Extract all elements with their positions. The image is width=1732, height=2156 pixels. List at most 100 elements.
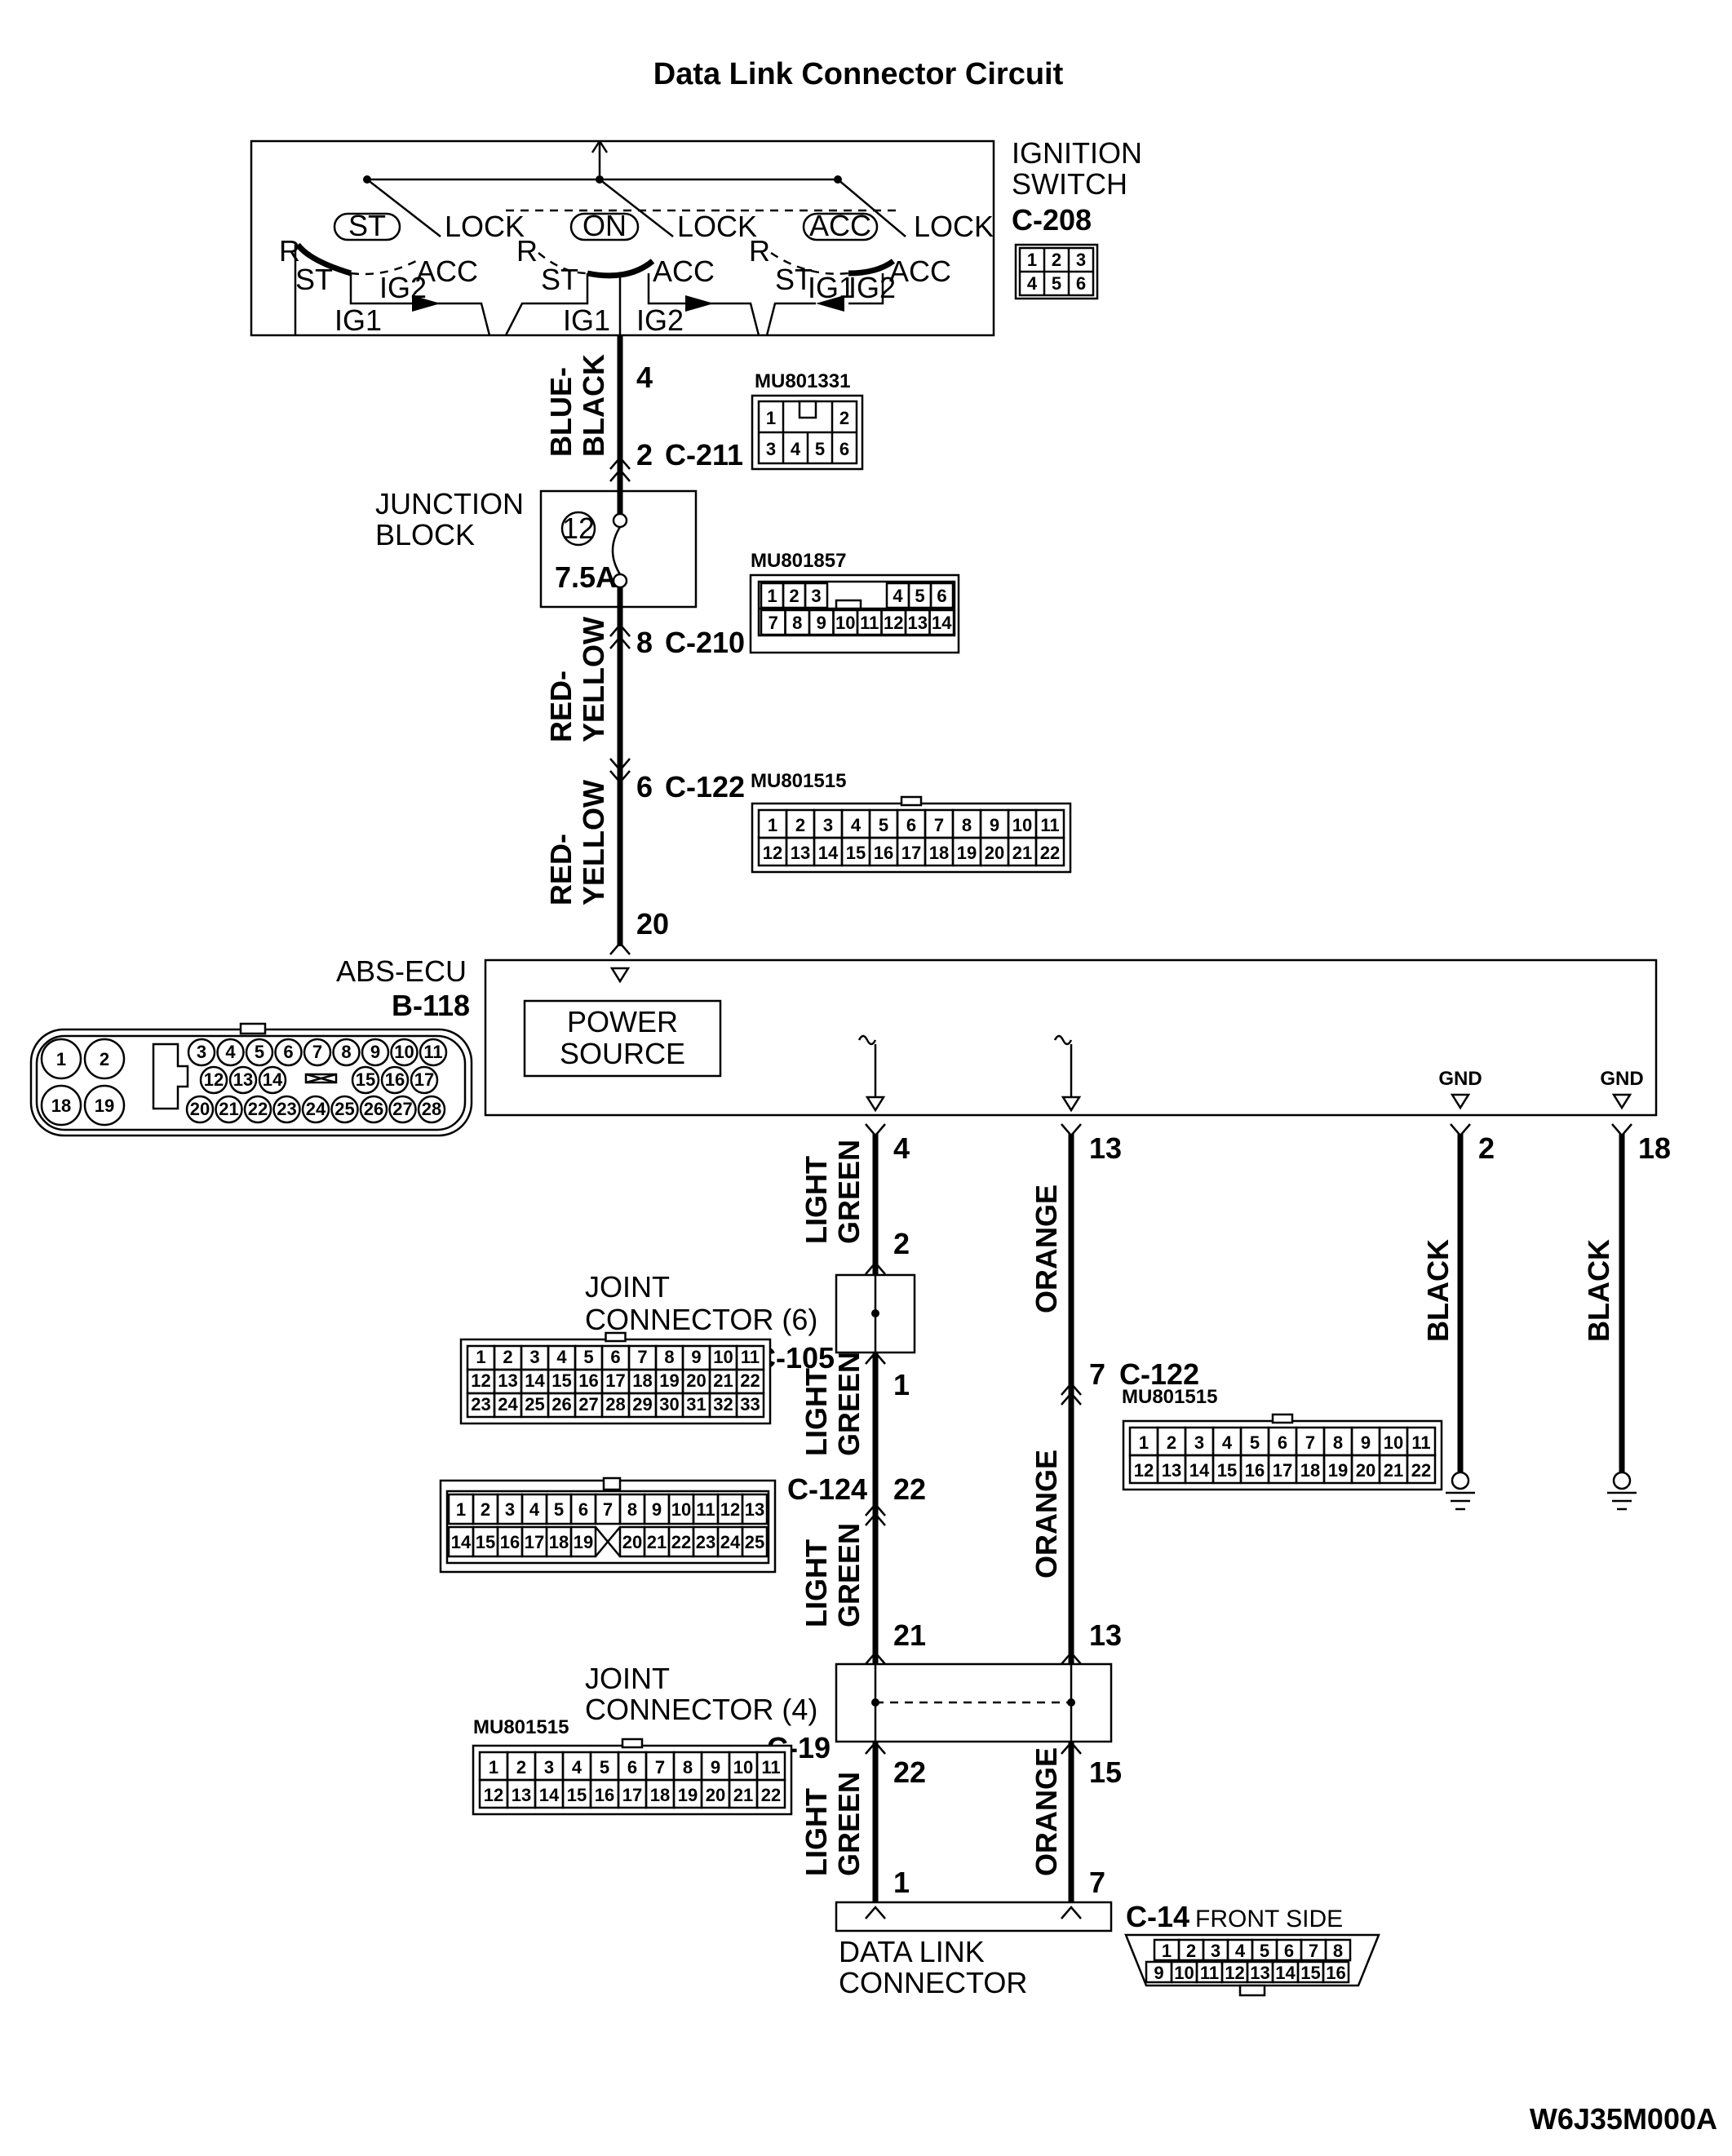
pin-circle <box>301 1095 330 1124</box>
pin-22-c124: 22 <box>893 1472 926 1506</box>
pin-cell <box>741 1525 769 1558</box>
pin-18-gnd: 18 <box>1638 1131 1671 1165</box>
pin-number: 11 <box>423 1042 442 1062</box>
pin-number: 14 <box>818 843 839 863</box>
pin-number: 5 <box>1260 1941 1269 1961</box>
pin-circle <box>199 1065 228 1095</box>
pin-circle <box>258 1065 287 1095</box>
c211-connector-face: 1 2 3 4 5 6 <box>751 394 864 471</box>
pin-number: 12 <box>204 1069 224 1090</box>
pin-cell <box>804 582 829 609</box>
pin-number: 22 <box>761 1785 781 1805</box>
lg-color-4a: LIGHT <box>800 1788 833 1876</box>
pin-number: 20 <box>706 1785 725 1805</box>
pin-number: 20 <box>190 1099 210 1119</box>
pin-cell <box>735 1392 765 1419</box>
pin-number: 11 <box>696 1499 715 1520</box>
pin-circle <box>390 1038 419 1067</box>
pin-number: 29 <box>632 1394 652 1414</box>
pin-4-abs: 4 <box>893 1131 910 1165</box>
pin-number: 2 <box>100 1049 109 1069</box>
ig2-label-2: IG2 <box>636 303 684 337</box>
position-on-label: ON <box>583 209 627 242</box>
connector-c124: C-124 <box>787 1472 867 1506</box>
pin-number: 13 <box>791 843 810 863</box>
pin-number: 6 <box>610 1347 620 1367</box>
pin-number: 18 <box>1300 1460 1320 1481</box>
pin-circle <box>417 1095 446 1124</box>
pin-number: 3 <box>1194 1432 1204 1453</box>
position-st-label: ST <box>348 209 386 242</box>
pin-number: 9 <box>990 815 999 835</box>
svg-text:1: 1 <box>1027 250 1037 270</box>
figure-code: W6J35M000A <box>1530 2102 1717 2136</box>
pin-circle <box>215 1095 243 1124</box>
pin-number: 21 <box>647 1532 667 1552</box>
lg-color-1a: LIGHT <box>800 1156 833 1244</box>
pin-circle <box>40 1084 82 1127</box>
pin-number: 3 <box>811 586 821 606</box>
pin-number: 6 <box>1284 1941 1294 1961</box>
connector-c122-a: C-122 <box>665 770 745 804</box>
svg-text:2: 2 <box>1052 250 1061 270</box>
pin-number: 25 <box>334 1099 354 1119</box>
pin-6-c122: 6 <box>636 770 653 804</box>
pin-circle <box>83 1038 126 1080</box>
pin-cell <box>1324 1938 1352 1962</box>
pin-number: 6 <box>1278 1432 1287 1453</box>
lg-color-3b: GREEN <box>832 1523 866 1627</box>
pin-number: 11 <box>1411 1432 1430 1453</box>
pin-number: 1 <box>489 1757 498 1777</box>
connector-c122-b: C-122 <box>1119 1357 1199 1391</box>
svg-text:4: 4 <box>791 439 801 459</box>
pin-2-c211: 2 <box>636 438 653 471</box>
pin-circle <box>185 1095 215 1124</box>
pin-circle <box>272 1095 301 1124</box>
pin-circle <box>245 1038 274 1067</box>
pin-number: 11 <box>1200 1963 1219 1983</box>
pin-circle <box>361 1038 390 1067</box>
position-acc-label: ACC <box>809 209 871 242</box>
pin-number: 20 <box>686 1370 706 1391</box>
pin-number: 9 <box>1361 1432 1371 1453</box>
lock-label-2: LOCK <box>677 210 757 243</box>
pin-21-jc4: 21 <box>893 1618 926 1652</box>
pin-number: 12 <box>720 1499 740 1520</box>
pin-circle <box>380 1065 410 1095</box>
pin-number: 8 <box>627 1499 637 1520</box>
r-label-2: R <box>516 234 538 268</box>
pin-number: 7 <box>312 1042 322 1062</box>
pin-number: 1 <box>476 1347 485 1367</box>
st-label-1: ST <box>295 263 333 296</box>
pin-number: 1 <box>768 815 777 835</box>
pin-number: 20 <box>622 1532 642 1552</box>
st-label-3: ST <box>775 263 813 296</box>
pin-number: 18 <box>51 1096 71 1116</box>
pin-number: 16 <box>578 1370 598 1391</box>
orange-color-1: ORANGE <box>1030 1184 1063 1313</box>
pin-number: 5 <box>583 1347 593 1367</box>
pin-number: 10 <box>713 1347 733 1367</box>
pin-number: 16 <box>1326 1963 1345 1983</box>
pin-13-abs: 13 <box>1089 1131 1122 1165</box>
pin-number: 8 <box>341 1042 351 1062</box>
pin-number: 13 <box>1250 1963 1269 1983</box>
orange-color-3: ORANGE <box>1030 1747 1063 1876</box>
junction-block-label-2: BLOCK <box>375 518 475 551</box>
pin-number: 7 <box>1305 1432 1315 1453</box>
orange-color-2: ORANGE <box>1030 1450 1063 1578</box>
pin-number: 7 <box>1309 1941 1318 1961</box>
pin-number: 11 <box>761 1757 780 1777</box>
pin-number: 3 <box>823 815 833 835</box>
pin-number: 33 <box>740 1394 760 1414</box>
svg-text:6: 6 <box>1076 273 1086 294</box>
abs-ecu-label: ABS-ECU <box>336 954 467 988</box>
pin-circle <box>419 1038 448 1067</box>
diagram-title: Data Link Connector Circuit <box>653 57 1064 91</box>
pin-22-jc4: 22 <box>893 1755 926 1789</box>
pin-cell <box>755 1778 786 1809</box>
pin-number: 10 <box>1012 815 1032 835</box>
